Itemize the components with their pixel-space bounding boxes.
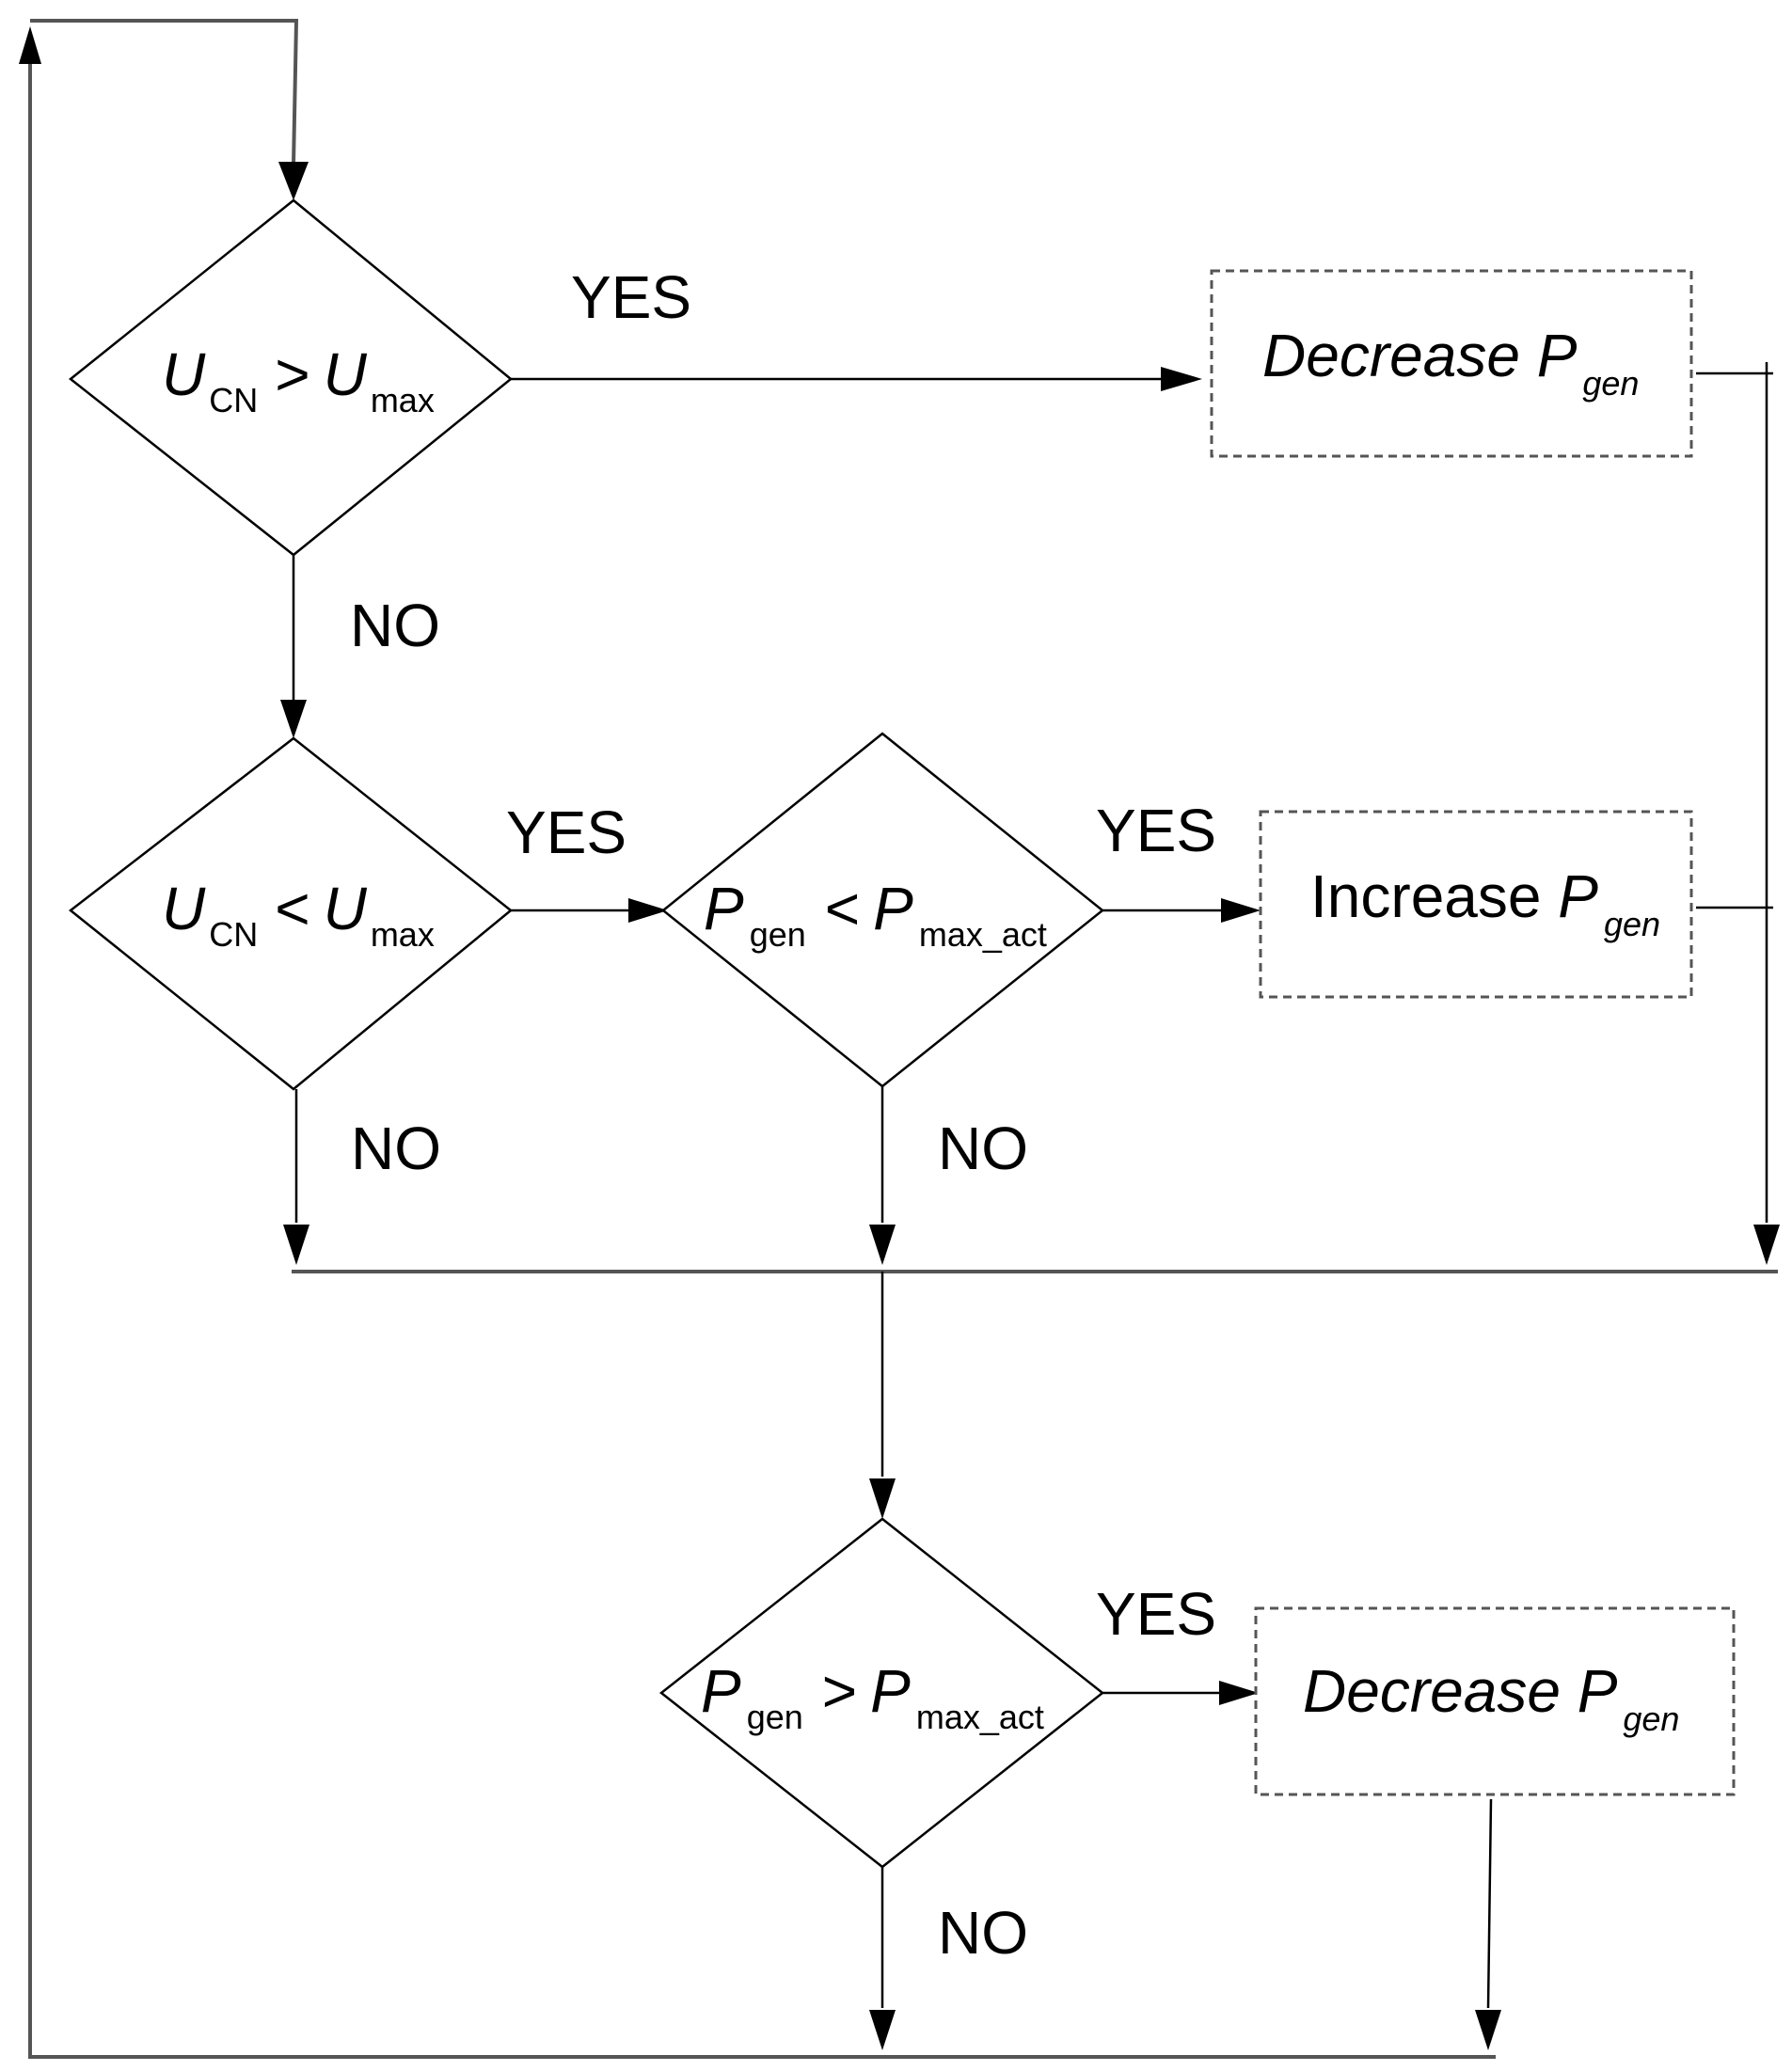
- d3-op: <: [825, 875, 860, 942]
- d1-yes-arrowhead: [1161, 367, 1202, 391]
- d4-yes-arrowhead: [1219, 1681, 1259, 1705]
- action-box-a2: [1259, 810, 1693, 999]
- a2-word: Increase: [1310, 862, 1558, 930]
- d2-lhs-sub: CN: [209, 915, 258, 954]
- a2-var: P: [1558, 862, 1598, 930]
- a3-sub: gen: [1623, 1699, 1679, 1738]
- d2-lhs: U: [162, 875, 206, 942]
- label-no-d2: NO: [351, 1115, 441, 1182]
- d1-lhs: U: [162, 340, 206, 408]
- a3-out-arrowhead: [1475, 2010, 1501, 2050]
- action-box-a1: [1210, 269, 1693, 458]
- decision-d1: [68, 198, 513, 557]
- d2-no-arrowhead: [283, 1225, 309, 1265]
- action-box-a3: [1254, 1606, 1736, 1796]
- decision-d3: [661, 732, 1104, 1088]
- a3-word: Decrease: [1303, 1657, 1578, 1725]
- d4-rhs: P: [870, 1657, 911, 1725]
- right-bus-arrowhead: [1753, 1225, 1780, 1265]
- d4-entry-arrowhead: [869, 1478, 896, 1519]
- d3-rhs: P: [873, 875, 913, 942]
- d1-no-arrowhead: [280, 700, 307, 738]
- label-yes-d3: YES: [1096, 797, 1216, 864]
- label-yes-d4: YES: [1096, 1580, 1216, 1648]
- label-no-d1: NO: [350, 592, 440, 659]
- d1-op: >: [275, 340, 309, 408]
- d3-rhs-sub: max_act: [919, 915, 1047, 954]
- d1-rhs: U: [324, 340, 368, 408]
- label-yes-d1: YES: [571, 263, 691, 331]
- a2-sub: gen: [1604, 905, 1660, 943]
- d4-rhs-sub: max_act: [916, 1698, 1044, 1736]
- decision-d2: [68, 736, 513, 1091]
- a1-sub: gen: [1582, 364, 1639, 403]
- d2-rhs: U: [324, 875, 368, 942]
- top-entry-line: [30, 19, 299, 166]
- d4-lhs-sub: gen: [747, 1698, 803, 1736]
- a3-out-line: [1486, 1798, 1493, 2009]
- d3-yes-arrowhead: [1221, 898, 1261, 923]
- d2-op: <: [275, 875, 309, 942]
- d1-rhs-sub: max: [371, 381, 435, 419]
- d4-op: >: [822, 1657, 857, 1725]
- a3-var: P: [1578, 1657, 1618, 1725]
- d4-no-arrowhead: [869, 2010, 896, 2050]
- d4-lhs: P: [701, 1657, 741, 1725]
- d2-yes-arrowhead: [628, 898, 668, 923]
- d3-no-arrowhead: [869, 1225, 896, 1265]
- d1-lhs-sub: CN: [209, 381, 258, 419]
- loop-back-line: [28, 33, 1496, 2059]
- d1-entry-arrowhead: [278, 162, 309, 200]
- label-no-d4: NO: [938, 1899, 1028, 1967]
- a1-word: Decrease: [1262, 322, 1537, 389]
- d3-lhs-sub: gen: [750, 915, 806, 954]
- label-no-d3: NO: [938, 1115, 1028, 1182]
- loop-back-arrowhead: [19, 26, 41, 64]
- a1-var: P: [1537, 322, 1578, 389]
- label-yes-d2: YES: [506, 798, 626, 866]
- decision-d4: [658, 1517, 1105, 1869]
- d3-lhs: P: [704, 875, 744, 942]
- d2-rhs-sub: max: [371, 915, 435, 954]
